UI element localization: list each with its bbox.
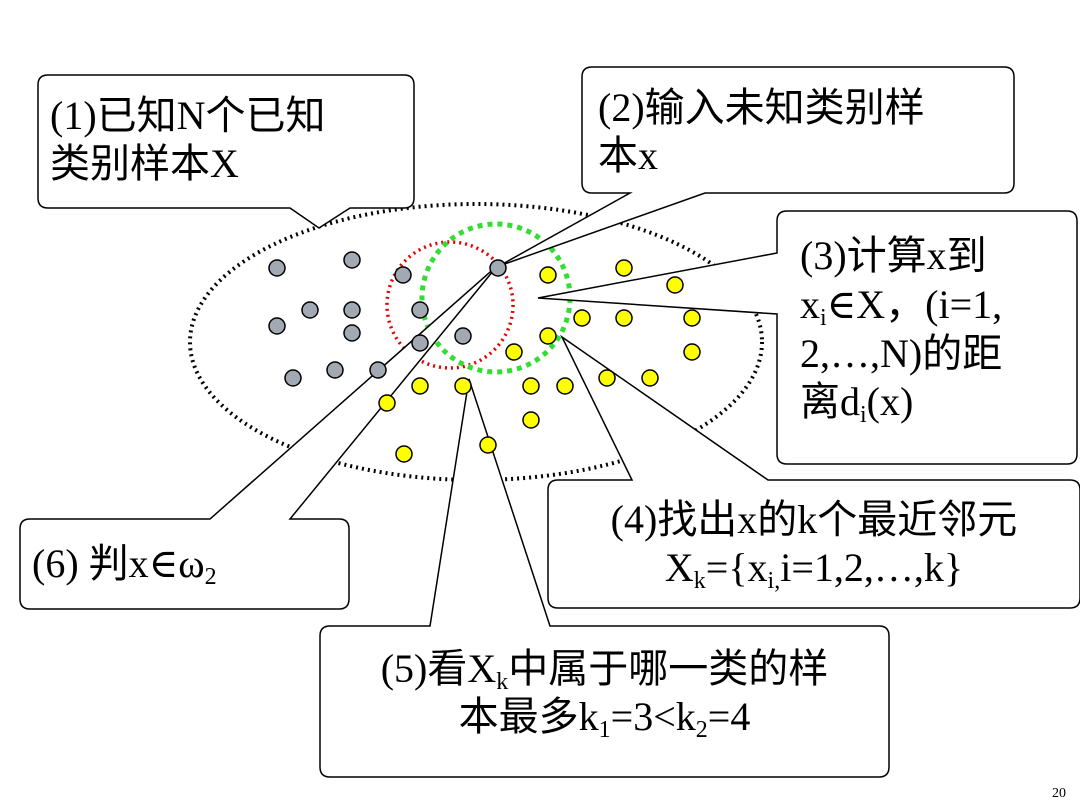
class2-point [615, 259, 633, 277]
callout-text-step1: (1)已知N个已知 类别样本X [50, 92, 326, 188]
class2-point [556, 377, 574, 395]
page-number: 20 [1052, 786, 1066, 801]
class2-point [641, 369, 659, 387]
class2-point [522, 411, 540, 429]
class1-point [343, 251, 361, 269]
class2-point [573, 309, 591, 327]
class1-point [326, 361, 344, 379]
class2-points [378, 259, 701, 463]
step4-line1: (4)找出x的k个最近邻元 [610, 497, 1018, 542]
callout-box-step6 [19, 264, 499, 610]
class2-point [522, 377, 540, 395]
class2-point [683, 309, 701, 327]
callout-box-step3 [537, 210, 1078, 465]
callout-text-step2: (2)输入未知类别样 本x [598, 84, 925, 180]
class2-point [539, 327, 557, 345]
step2-line1: (2)输入未知类别样 [598, 85, 925, 130]
step5-line1: (5)看Xk中属于哪一类的样 [380, 646, 829, 696]
callout-box-step1 [37, 74, 415, 229]
class2-point [505, 343, 523, 361]
class2-point [378, 394, 396, 412]
step2-line2: 本x [598, 133, 658, 178]
callout-text-step5: (5)看Xk中属于哪一类的样 本最多k1=3<k2=4 [320, 645, 889, 744]
callout-box-step4 [547, 334, 1080, 609]
step3-line2: xi∈X，(i=1, [800, 281, 1003, 331]
class2-point [683, 343, 701, 361]
class1-point [369, 361, 387, 379]
class1-point [411, 301, 429, 319]
step4-line2: Xk={xi,i=1,2,…,k} [664, 545, 964, 595]
class2-point [479, 436, 497, 454]
class1-point [394, 266, 412, 284]
class1-point [284, 369, 302, 387]
class1-points [268, 251, 472, 387]
class2-point [395, 445, 413, 463]
class1-point [343, 324, 361, 342]
class1-point [268, 259, 286, 277]
step5-line2: 本最多k1=3<k2=4 [458, 694, 751, 744]
class2-point [666, 276, 684, 294]
class1-point [454, 327, 472, 345]
step1-line2: 类别样本X [50, 141, 239, 186]
class1-point [268, 317, 286, 335]
callout-text-step6: (6) 判x∈ω2 [32, 541, 217, 591]
query-point-x [489, 259, 507, 277]
class2-point [598, 369, 616, 387]
class2-point [539, 266, 557, 284]
step3-line3: 2,…,N)的距 [800, 330, 1003, 376]
step3-line4: 离di(x) [800, 379, 914, 429]
knn-circle-red [385, 240, 515, 370]
step1-line1: (1)已知N个已知 [50, 93, 326, 138]
callout-box-step5 [319, 378, 890, 778]
class1-point [343, 301, 361, 319]
callout-text-step3: (3)计算x到 xi∈X，(i=1, 2,…,N)的距 离di(x) [800, 232, 1003, 429]
callout-text-step4: (4)找出x的k个最近邻元 Xk={xi,i=1,2,…,k} [548, 496, 1080, 595]
class1-point [411, 334, 429, 352]
class2-point [615, 309, 633, 327]
class2-point [454, 377, 472, 395]
class2-point [411, 377, 429, 395]
step3-line1: (3)计算x到 [800, 233, 987, 278]
class1-point [301, 301, 319, 319]
callout-box-step2 [498, 66, 1015, 267]
